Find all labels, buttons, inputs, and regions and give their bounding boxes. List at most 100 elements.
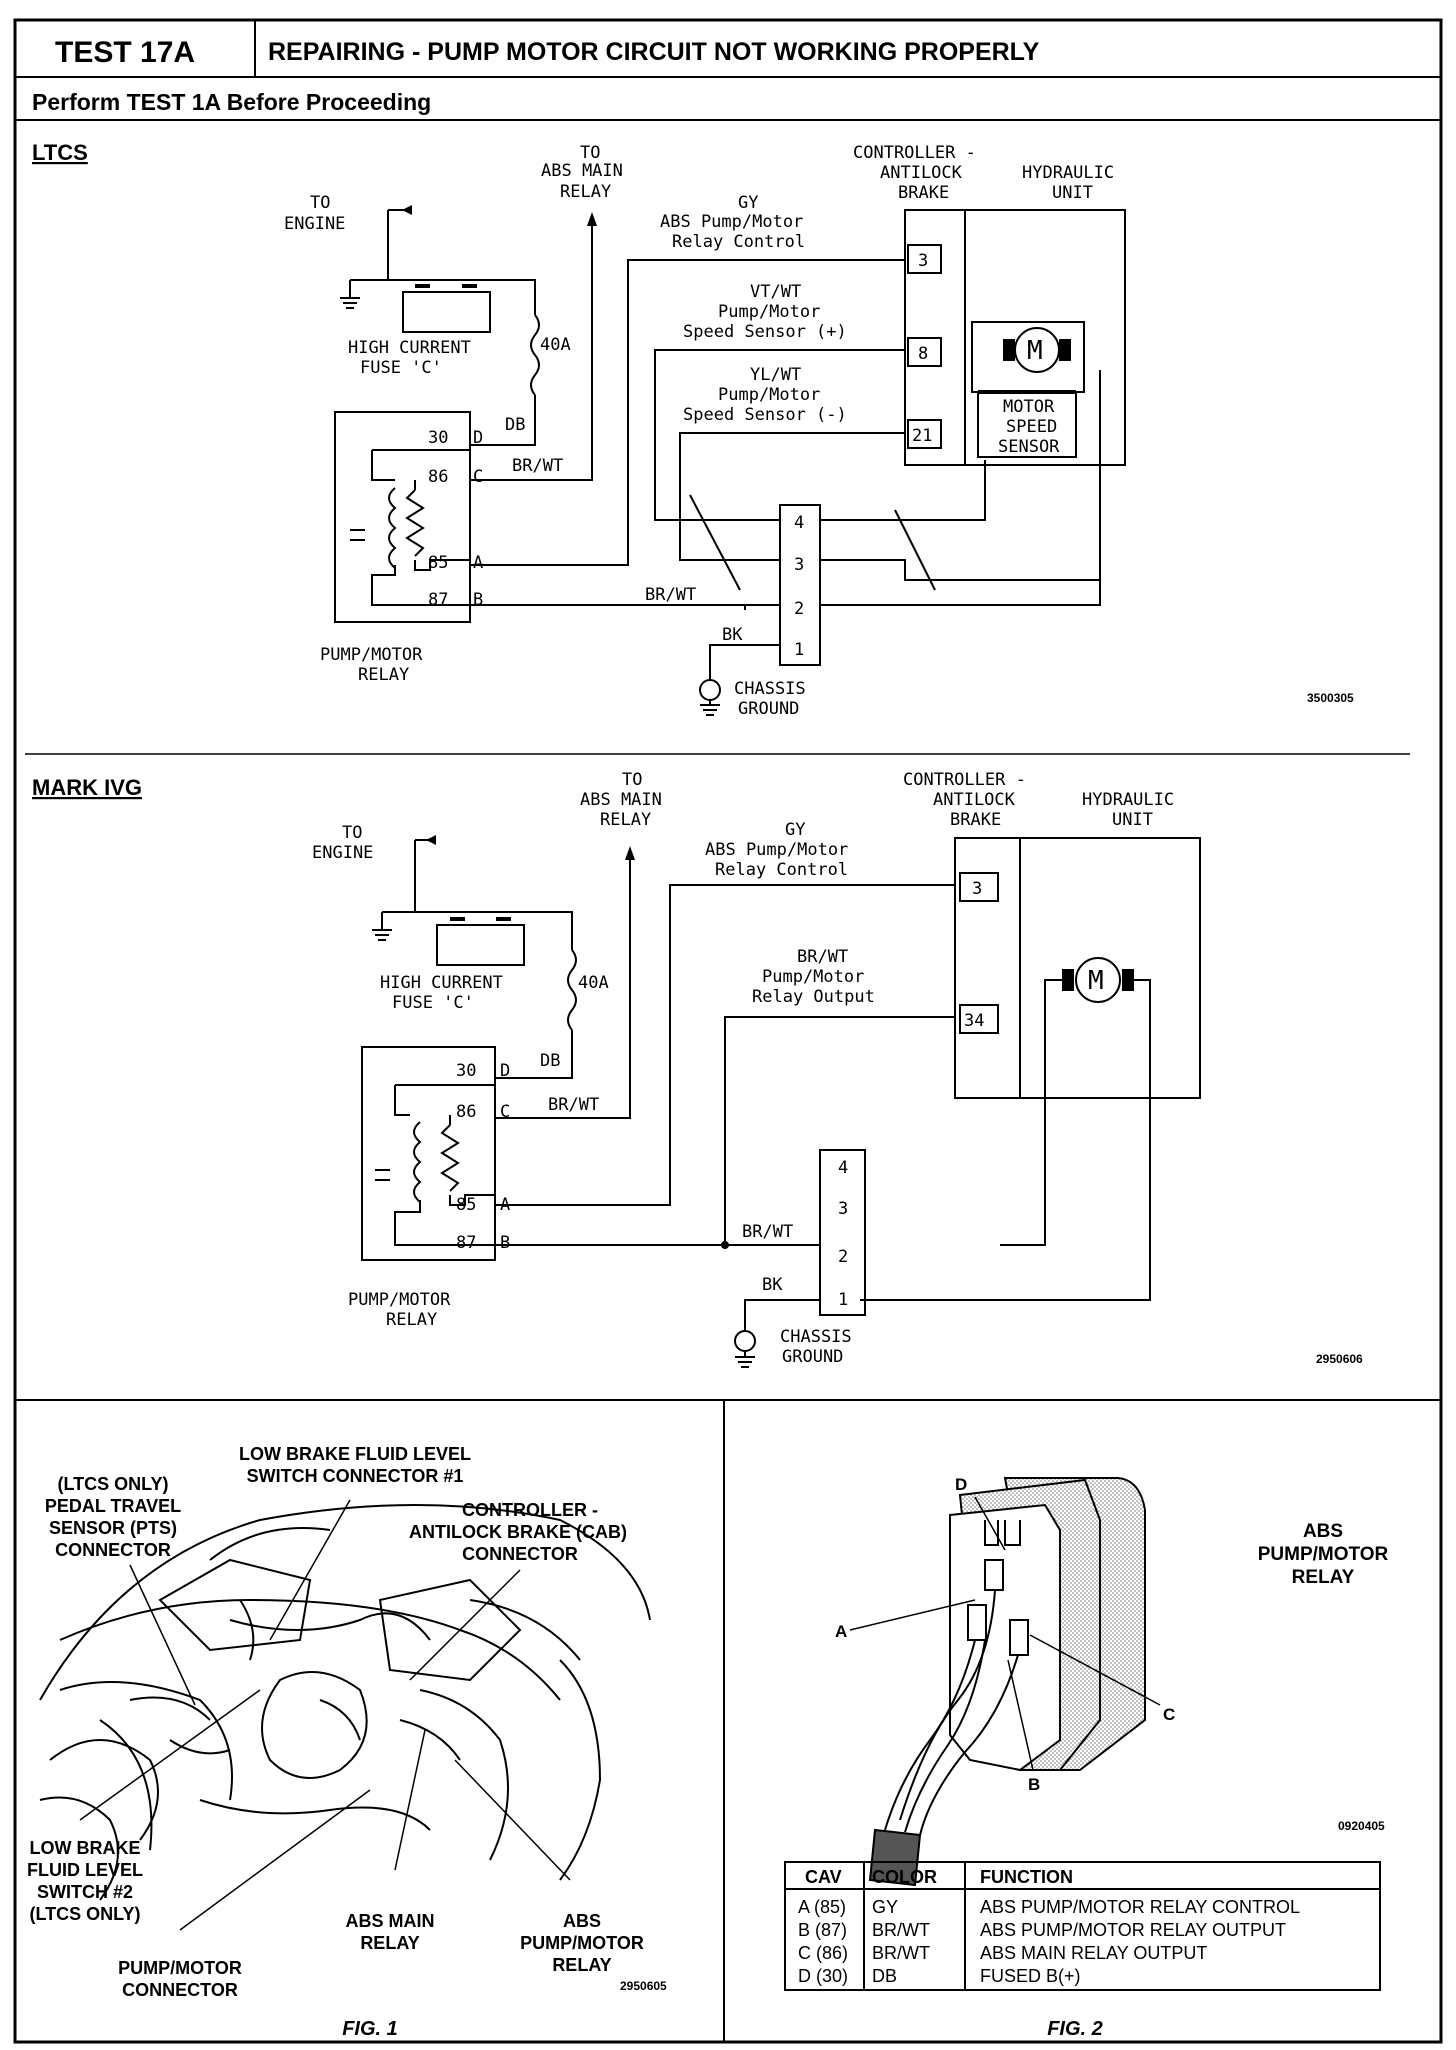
ltcs-conn-pin-1: 1 xyxy=(794,640,804,660)
fig2-relay: A B C D ABS PUMP/MOTOR RELAY 0920405 CAV… xyxy=(784,1475,1389,2040)
markivg-ground-2: GROUND xyxy=(782,1347,843,1367)
markivg-fuse-1: HIGH CURRENT xyxy=(380,973,503,993)
markivg-to-engine-1: TO xyxy=(342,823,362,843)
ltcs-hydraulic-2: UNIT xyxy=(1052,183,1093,203)
fig1-pts-line4: CONNECTOR xyxy=(55,1540,171,1560)
ltcs-gy-2: ABS Pump/Motor xyxy=(660,212,803,232)
ltcs-vtwt-2: Pump/Motor xyxy=(718,302,820,322)
table-row-1-cav: A (85) xyxy=(798,1897,846,1917)
fig2-terminal-a: A xyxy=(835,1622,847,1641)
page-frame xyxy=(13,18,1443,2044)
table-row-1-color: GY xyxy=(872,1897,898,1917)
markivg-relay-pin-85: 85 xyxy=(456,1195,476,1215)
page-title: REPAIRING - PUMP MOTOR CIRCUIT NOT WORKI… xyxy=(268,38,1040,66)
markivg-wire-bk: BK xyxy=(762,1275,783,1295)
fig2-terminal-b: B xyxy=(1028,1775,1040,1794)
engine-bay-illustration xyxy=(39,1504,651,1901)
fig2-relay-title-3: RELAY xyxy=(1292,1567,1355,1588)
markivg-conn-pin-1: 1 xyxy=(838,1290,848,1310)
fig1-pts-line1: (LTCS ONLY) xyxy=(58,1474,169,1494)
fig1-low-brake-2-line1: LOW BRAKE xyxy=(30,1838,141,1858)
fig1-pump-conn-line1: PUMP/MOTOR xyxy=(118,1958,242,1978)
fig1-engine-bay: LOW BRAKE FLUID LEVEL SWITCH CONNECTOR #… xyxy=(27,1444,667,2040)
ltcs-cab-pin-3: 3 xyxy=(918,251,928,271)
ltcs-ylwt-1: YL/WT xyxy=(750,365,801,385)
fig1-low-brake-1-line2: SWITCH CONNECTOR #1 xyxy=(247,1466,464,1486)
ltcs-to-relay-2: ABS MAIN xyxy=(541,161,623,181)
ltcs-schematic: LTCS xyxy=(32,140,1354,719)
markivg-brwt-out-3: Relay Output xyxy=(752,987,875,1007)
fig1-cab-line3: CONNECTOR xyxy=(462,1544,578,1564)
ltcs-vtwt-1: VT/WT xyxy=(750,282,801,302)
markivg-section-label: MARK IVG xyxy=(32,775,142,800)
fig2-terminal-c: C xyxy=(1163,1705,1175,1724)
ltcs-ground-1: CHASSIS xyxy=(734,679,806,699)
table-header-function: FUNCTION xyxy=(980,1867,1073,1887)
ltcs-ylwt-3: Speed Sensor (-) xyxy=(683,405,847,425)
table-row-4-color: DB xyxy=(872,1966,897,1986)
fig1-figure-number: 2950605 xyxy=(620,1979,667,1993)
ltcs-wire-brwt-top: BR/WT xyxy=(512,456,563,476)
ltcs-to-engine-2: ENGINE xyxy=(284,214,345,234)
ltcs-wire-db: DB xyxy=(505,415,525,435)
ltcs-controller-2: ANTILOCK xyxy=(880,163,963,183)
ltcs-relay-cav-d: D xyxy=(473,428,483,448)
page-subtitle: Perform TEST 1A Before Proceeding xyxy=(32,89,431,115)
ltcs-figure-number: 3500305 xyxy=(1307,691,1354,705)
markivg-to-relay-3: RELAY xyxy=(600,810,651,830)
markivg-cab-pin-34: 34 xyxy=(964,1011,984,1031)
markivg-relay-pin-87: 87 xyxy=(456,1233,476,1253)
table-header-color: COLOR xyxy=(872,1867,937,1887)
fig1-abs-pump-relay-line1: ABS xyxy=(563,1911,601,1931)
fig1-cab-line2: ANTILOCK BRAKE (CAB) xyxy=(409,1522,627,1542)
markivg-controller-2: ANTILOCK xyxy=(933,790,1016,810)
ltcs-relay-cav-c: C xyxy=(473,467,483,487)
markivg-cab-pin-3: 3 xyxy=(972,879,982,899)
markivg-motor-m: M xyxy=(1088,966,1104,996)
markivg-figure-number: 2950606 xyxy=(1316,1352,1363,1366)
table-header-cav: CAV xyxy=(805,1867,842,1887)
markivg-fuse-rating: 40A xyxy=(578,973,609,993)
markivg-relay-cav-c: C xyxy=(500,1102,510,1122)
fig1-low-brake-2-line2: FLUID LEVEL xyxy=(27,1860,143,1880)
ltcs-relay-pin-86: 86 xyxy=(428,467,448,487)
fig1-abs-pump-relay-line2: PUMP/MOTOR xyxy=(520,1933,644,1953)
markivg-conn-pin-3: 3 xyxy=(838,1199,848,1219)
test-id: TEST 17A xyxy=(55,36,195,69)
ltcs-conn-pin-3: 3 xyxy=(794,555,804,575)
ltcs-fuse-rating: 40A xyxy=(540,335,571,355)
ltcs-relay-label-1: PUMP/MOTOR xyxy=(320,645,423,665)
markivg-to-engine-2: ENGINE xyxy=(312,843,373,863)
fig2-terminal-d: D xyxy=(955,1475,967,1494)
ltcs-relay-cav-a: A xyxy=(473,553,483,573)
markivg-controller-3: BRAKE xyxy=(950,810,1001,830)
fig2-callout-lines xyxy=(849,1496,1161,1771)
markivg-ground-1: CHASSIS xyxy=(780,1327,852,1347)
markivg-wire-db: DB xyxy=(540,1051,560,1071)
cav-table: CAV COLOR FUNCTION A (85) GY ABS PUMP/MO… xyxy=(784,1861,1381,1991)
ltcs-mss-3: SENSOR xyxy=(998,437,1060,457)
markivg-wire-brwt-bottom: BR/WT xyxy=(742,1222,793,1242)
markivg-relay-cav-d: D xyxy=(500,1061,510,1081)
fig1-abs-main-relay-line2: RELAY xyxy=(360,1933,419,1953)
ltcs-controller-3: BRAKE xyxy=(898,183,949,203)
ltcs-cab-pin-21: 21 xyxy=(912,426,932,446)
markivg-relay-label-2: RELAY xyxy=(386,1310,437,1330)
markivg-relay-pin-30: 30 xyxy=(456,1061,476,1081)
ltcs-conn-pin-4: 4 xyxy=(794,513,804,533)
fig2-relay-title-2: PUMP/MOTOR xyxy=(1258,1544,1389,1565)
markivg-gy-3: Relay Control xyxy=(715,860,848,880)
markivg-brwt-out-2: Pump/Motor xyxy=(762,967,864,987)
table-row-3-function: ABS MAIN RELAY OUTPUT xyxy=(980,1943,1207,1963)
fig1-cab-line1: CONTROLLER - xyxy=(462,1500,598,1520)
markivg-relay-cav-b: B xyxy=(500,1233,510,1253)
table-row-3-color: BR/WT xyxy=(872,1943,930,1963)
fig1-low-brake-2-line3: SWITCH #2 xyxy=(37,1882,133,1902)
markivg-wire-brwt-top: BR/WT xyxy=(548,1095,599,1115)
fig1-pump-conn-line2: CONNECTOR xyxy=(122,1980,238,2000)
fig1-low-brake-1-line1: LOW BRAKE FLUID LEVEL xyxy=(239,1444,471,1464)
ltcs-ground-2: GROUND xyxy=(738,699,799,719)
ltcs-controller-1: CONTROLLER - xyxy=(853,143,976,163)
ltcs-gy-1: GY xyxy=(738,193,758,213)
